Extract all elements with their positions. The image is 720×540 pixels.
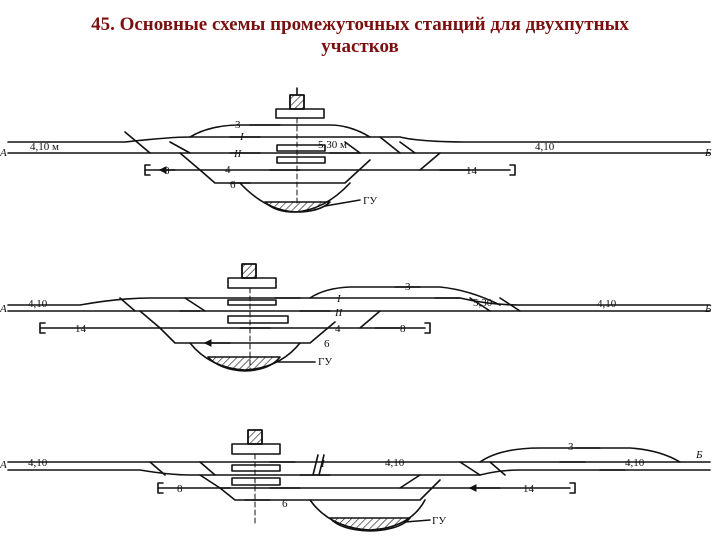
station-building: [227, 263, 277, 289]
track-label-3: 3: [235, 119, 241, 131]
track-label-3: 3: [405, 281, 411, 293]
direction-arrow: [160, 124, 471, 184]
track-4: [139, 310, 381, 329]
track-label-I: I: [336, 293, 342, 305]
track-3: [479, 447, 681, 463]
track-side: [199, 474, 421, 489]
spacing-label: 5,30 м: [318, 139, 347, 151]
station-building: [275, 87, 325, 119]
main-track-1: [7, 136, 711, 143]
end-label-right: Б: [695, 449, 703, 461]
buffer-stop-left: [144, 164, 151, 176]
track-3: [189, 124, 371, 138]
track-label-8: 8: [164, 165, 170, 177]
distance-right: 4,10: [597, 298, 617, 310]
end-label-left: А: [0, 459, 7, 471]
track-6: [199, 159, 371, 184]
track-label-8: 8: [177, 483, 183, 495]
track-label-I: I: [239, 131, 245, 143]
separator: [312, 454, 325, 476]
buffer-stop-left: [39, 322, 46, 334]
scheme-3: А Б 4,10 4,10 4,10 I II 3 6 8 14 ГУ: [0, 429, 711, 532]
title-line-2: участков: [321, 36, 399, 57]
freight-yard-label: ГУ: [432, 515, 446, 527]
buffer-stop-right: [424, 322, 431, 334]
platform: [227, 299, 277, 306]
scheme-1: А Б 4,10 м 4,10 5,30 м 3 I II 4 6 8 14 Г…: [0, 87, 712, 213]
track-label-I: I: [320, 458, 326, 470]
track-label-4: 4: [225, 164, 231, 176]
main-track-1: [7, 297, 711, 306]
freight-yard-label: ГУ: [363, 195, 377, 207]
track-label-6: 6: [230, 179, 236, 191]
platform: [231, 477, 281, 486]
crossover: [119, 297, 521, 312]
track-label-II: II: [334, 307, 344, 319]
freight-yard: [329, 517, 411, 532]
title-line-1: 45. Основные схемы промежуточных станций…: [91, 14, 629, 35]
track-label-14: 14: [466, 165, 478, 177]
track-label-4: 4: [335, 323, 341, 335]
platform: [276, 156, 326, 164]
scheme-2: А Б 4,10 4,10 5,30 3 I II 4 6 8 14 ГУ: [0, 263, 712, 372]
buffer-stop-left: [157, 482, 164, 494]
page-title: 45. Основные схемы промежуточных станций…: [0, 14, 720, 58]
platform: [231, 464, 281, 472]
track-label-3: 3: [568, 441, 574, 453]
distance-left: 4,10: [28, 298, 48, 310]
track-label-6: 6: [282, 498, 288, 510]
freight-yard: [207, 356, 281, 372]
distance-right: 4,10: [535, 141, 555, 153]
direction-arrow: [244, 447, 626, 501]
track-6: [219, 479, 441, 501]
distance-right: 4,10: [625, 457, 645, 469]
distance-middle: 4,10: [385, 457, 405, 469]
crossover: [149, 461, 506, 476]
spacing-label: 5,30: [473, 297, 493, 309]
track-label-14: 14: [75, 323, 87, 335]
station-building: [231, 429, 281, 455]
main-track-2: [7, 469, 711, 476]
distance-left: 4,10 м: [30, 141, 59, 153]
buffer-stop-right: [509, 164, 516, 176]
track-label-II: II: [321, 473, 322, 475]
track-label-6: 6: [324, 338, 330, 350]
end-label-right: Б: [704, 303, 712, 315]
end-label-right: Б: [704, 147, 712, 159]
track-label-8: 8: [400, 323, 406, 335]
platform: [276, 144, 326, 152]
freight-yard: [264, 201, 331, 213]
buffer-stop-right: [569, 482, 576, 494]
end-label-left: А: [0, 147, 7, 159]
platform: [227, 315, 289, 324]
track-label-14: 14: [523, 483, 535, 495]
direction-arrow: [179, 286, 461, 343]
track-4: [179, 152, 441, 171]
track-6: [159, 321, 336, 344]
freight-yard-label: ГУ: [318, 356, 332, 368]
distance-left: 4,10: [28, 457, 48, 469]
crossover: [124, 131, 416, 154]
end-label-left: А: [0, 303, 7, 315]
track-label-II: II: [233, 148, 243, 160]
